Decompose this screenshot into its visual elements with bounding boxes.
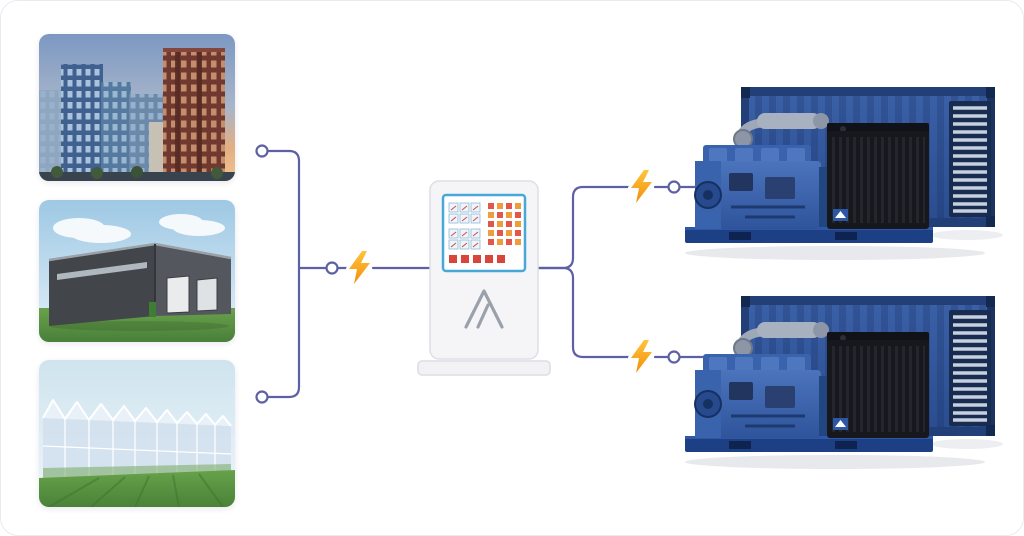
greenhouse-structure xyxy=(42,399,232,480)
residential-buildings-illustration xyxy=(39,34,235,181)
connector-dot xyxy=(255,390,269,404)
lightning-bolt-icon xyxy=(631,340,652,373)
green-bin xyxy=(149,302,156,317)
consumer-residential-photo xyxy=(39,34,235,181)
consumer-greenhouse-photo xyxy=(39,360,235,507)
cabinet-base xyxy=(417,360,551,376)
ats-control-cabinet xyxy=(416,177,552,379)
brand-logo xyxy=(464,289,504,329)
panel-gauges xyxy=(448,202,481,250)
containerized-genset-top xyxy=(685,77,1007,263)
lightning-bolt-icon xyxy=(349,251,370,284)
genset-illustration xyxy=(685,77,1007,263)
industrial-building-illustration xyxy=(39,200,235,342)
genset-illustration xyxy=(685,286,1007,472)
connector-dot xyxy=(255,144,269,158)
containerized-genset-bottom xyxy=(685,286,1007,472)
hangar-building xyxy=(48,242,232,326)
control-cabinet-illustration xyxy=(417,180,551,376)
lightning-bolt-icon xyxy=(631,170,652,203)
buildings-group xyxy=(39,48,225,181)
greenhouse-illustration xyxy=(39,360,235,507)
connector-dot xyxy=(667,350,681,364)
street-foreground xyxy=(39,166,235,181)
consumer-industrial-photo xyxy=(39,200,235,342)
building-shadow xyxy=(49,321,229,331)
clouds xyxy=(53,214,225,243)
field-foreground xyxy=(39,470,235,507)
connector-dot xyxy=(667,180,681,194)
panel-buttons xyxy=(449,203,521,263)
connector-dot xyxy=(325,261,339,275)
left-bracket-wire xyxy=(267,149,301,399)
